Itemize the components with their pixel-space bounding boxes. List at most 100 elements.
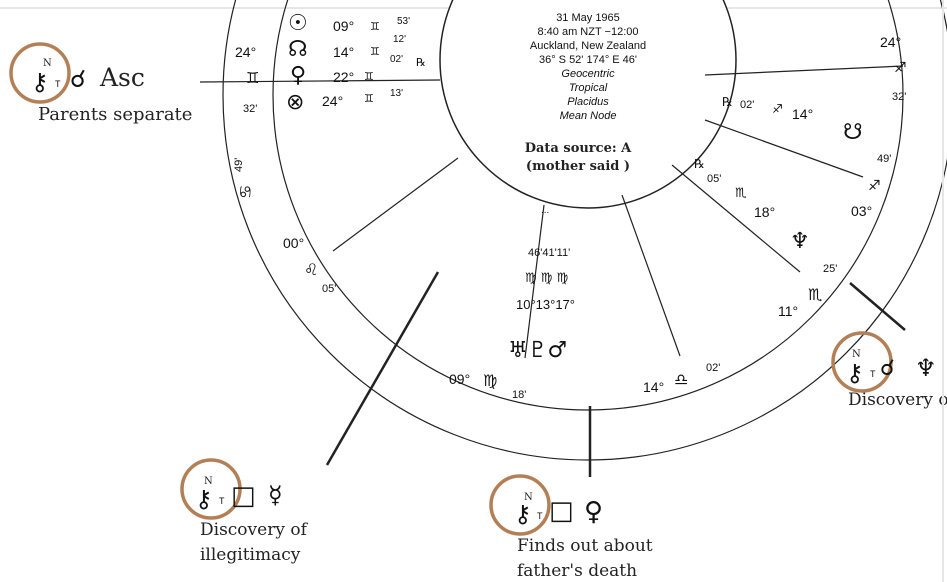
center-text: 31 May 1965 8:40 am NZT −12:00 Auckland,…: [525, 12, 646, 174]
scorpio-icon: ♏: [808, 285, 822, 304]
chiron-sub-3: T: [537, 511, 543, 521]
c7-deg: 24°: [880, 34, 901, 50]
retrograde-icon-nep: ℞: [694, 157, 705, 171]
north-node-deg: 14°: [333, 44, 354, 60]
gemini-icon: ♊: [246, 69, 259, 87]
c5-min: 25': [823, 263, 837, 275]
caption-illegitimacy-1: Discovery of: [200, 520, 309, 540]
asc-min: 32': [243, 103, 257, 115]
data-source-note: (mother said ): [526, 159, 630, 174]
sun-icon: ☉: [288, 11, 308, 36]
outer-ring: [222, 0, 947, 461]
right-planets: ℞ 02' ♐ 14° ☋ ℞ 05' ♏ 18° ♆: [694, 95, 863, 254]
cancer-icon: ♋: [236, 185, 255, 199]
chiron-icon-4: ⚷: [846, 359, 864, 387]
conjunction-icon-2: ☌: [880, 356, 895, 381]
birth-place: Auckland, New Zealand: [530, 40, 646, 52]
venus-icon-2: ♀: [584, 497, 603, 527]
bottom-mins: 46'41'11': [528, 247, 570, 259]
cusp-line-4: [621, 194, 681, 357]
north-node-sign: ♊: [370, 45, 380, 58]
chiron-icon-2: ⚷: [195, 485, 213, 513]
part-of-fortune-min: 13': [390, 88, 403, 99]
caption-fathers-death-2: father's death: [517, 561, 637, 581]
chiron-sup: N: [43, 58, 52, 69]
house-ring: [272, 0, 904, 411]
c6-min: 49': [877, 153, 891, 165]
neptune-sign: ♏: [735, 186, 747, 201]
highlight-circle-2: [180, 458, 242, 520]
cusp-line-6: [704, 119, 864, 178]
caption-parents-separate: Parents separate: [38, 104, 192, 125]
south-node-sign: ♐: [772, 102, 783, 116]
cusp-line-5: [671, 164, 801, 273]
virgo-icon: ♍: [483, 371, 497, 390]
chiron-sup-3: N: [524, 492, 533, 503]
cusp-line-7: [704, 65, 904, 76]
libra-icon: ♎: [674, 370, 688, 389]
venus-sign: ♊: [364, 70, 374, 83]
neptune-deg: 18°: [754, 204, 775, 220]
part-of-fortune-icon: ⊗: [286, 90, 304, 115]
annotation-illegitimacy: N ⚷ T □ ☿ Discovery of illegitimacy: [180, 458, 309, 565]
chiron-sup-4: N: [852, 349, 861, 360]
asc-deg: 24°: [235, 44, 256, 60]
c4-deg: 14°: [643, 379, 664, 395]
retrograde-icon-sn: ℞: [722, 95, 733, 109]
bottom-planets: ... 46'41'11' ♍ ♍ ♍ 10°13°17° ♅♇♂: [508, 205, 575, 363]
asc-label: Asc: [99, 63, 145, 92]
caption-illegitimacy-2: illegitimacy: [200, 545, 301, 565]
highlight-circle-3: [489, 474, 551, 536]
ascendant-line: [199, 79, 441, 83]
cusp-line-2: [332, 157, 459, 252]
pointer-line-illegitimacy: [325, 271, 440, 466]
retrograde-icon: ℞: [416, 56, 426, 69]
c6-deg: 03°: [851, 203, 872, 219]
part-of-fortune-deg: 24°: [322, 93, 343, 109]
south-node-min: 02': [740, 99, 754, 111]
c2-deg: 00°: [283, 235, 304, 251]
c2-min: 05': [322, 283, 336, 295]
birth-date: 31 May 1965: [556, 12, 620, 24]
uranus-pluto-mars-icons: ♅♇♂: [508, 338, 567, 363]
neptune-icon-2: ♆: [915, 354, 937, 382]
mercury-icon: ☿: [268, 481, 283, 509]
sun-sign: ♊: [370, 20, 380, 33]
bottom-signs: ♍ ♍ ♍: [525, 271, 569, 286]
cusp-labels: 24° ♊ 32' 24° ♐ 32' 49' ♐ 03° 25' ♏ 11° …: [233, 34, 907, 401]
square-icon: □: [231, 481, 256, 511]
birth-coords: 36° S 52' 174° E 46': [539, 54, 637, 66]
venus-deg: 22°: [333, 69, 354, 85]
highlight-circle-4: [831, 331, 893, 393]
caption-discovery: Discovery o: [848, 390, 947, 410]
c7-min: 32': [892, 91, 906, 103]
annotation-discovery: N ⚷ T ☌ ♆ Discovery o: [831, 331, 947, 410]
chart-mode-1: Geocentric: [561, 68, 615, 80]
neptune-min: 05': [707, 173, 721, 185]
sun-min: 53': [397, 16, 410, 27]
birth-time: 8:40 am NZT −12:00: [538, 26, 639, 38]
north-node-min: 12': [393, 34, 406, 45]
venus-icon: ♀: [290, 63, 306, 88]
center-circle: [439, 0, 737, 209]
sun-deg: 09°: [333, 18, 354, 34]
chart-mode-3: Placidus: [567, 96, 609, 108]
part-of-fortune-sign: ♊: [364, 92, 374, 105]
neptune-icon: ♆: [790, 229, 810, 254]
chiron-icon-3: ⚷: [514, 500, 532, 528]
chiron-sub-4: T: [870, 369, 876, 379]
square-icon-2: □: [549, 496, 574, 526]
c3-min: 18': [512, 389, 526, 401]
chiron-icon: ⚷: [31, 68, 49, 96]
sagittarius-icon: ♐: [894, 60, 907, 76]
annotation-parents-separate: N ⚷ T ☌ Asc Parents separate: [9, 42, 192, 125]
conjunction-icon: ☌: [70, 65, 86, 93]
annotation-fathers-death: N ⚷ T □ ♀ Finds out about father's death: [489, 474, 653, 581]
sagittarius-icon-2: ♐: [868, 178, 881, 194]
highlight-circle: [9, 42, 71, 104]
c3-deg: 09°: [449, 371, 470, 387]
cusp-lines: [199, 65, 906, 477]
bottom-tick: ...: [541, 205, 549, 216]
left-planets: ☉ 09° ♊ 53' ☊ 14° ♊ 12' ♀ 22° ♊ 02' ℞ ⊗ …: [286, 11, 426, 115]
